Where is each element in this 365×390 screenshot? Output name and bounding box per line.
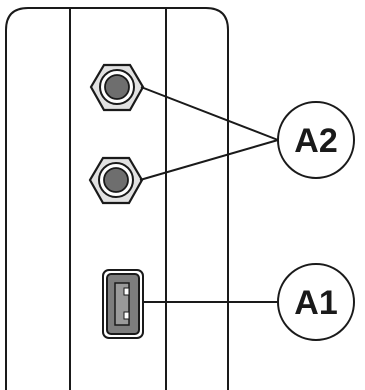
hex-nut-jack-icon	[89, 63, 145, 112]
callout-a2-label: A2	[294, 122, 337, 160]
callout-a2: A2	[277, 101, 355, 179]
leader-line-a2-lower	[139, 139, 279, 181]
leader-line-a2-upper	[140, 86, 279, 141]
callout-a1-label: A1	[294, 284, 337, 322]
hex-nut-jack-icon	[88, 156, 144, 205]
usb-port-icon	[102, 269, 144, 339]
callout-a1: A1	[277, 263, 355, 341]
